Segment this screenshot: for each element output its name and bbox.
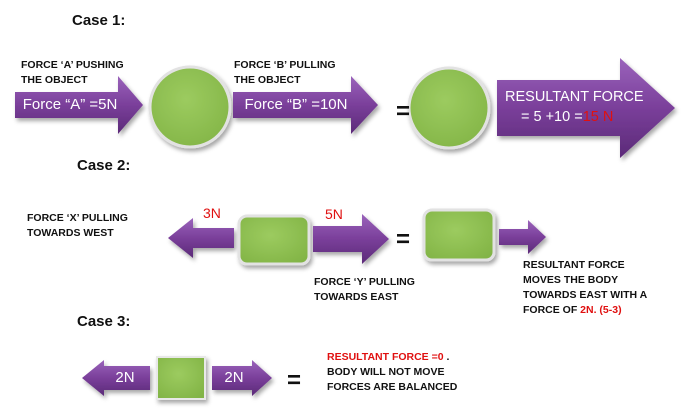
case3-left-arrow (82, 360, 150, 396)
case2-resultant-caption: RESULTANT FORCE MOVES THE BODY TOWARDS E… (523, 258, 647, 318)
case3-right-label: 2N (224, 369, 244, 386)
force-x-value: 3N (203, 205, 221, 221)
force-a-arrow (15, 76, 143, 134)
case2-resultant-arrow (499, 220, 546, 254)
case3-resultant-zero: RESULTANT FORCE =0 (327, 351, 444, 363)
resultant-force-title: RESULTANT FORCE (505, 89, 644, 105)
resultant-force-expression: = 5 +10 = (521, 109, 583, 125)
case2-resultant-caption-line4: FORCE OF 2N. (5-3) (523, 303, 647, 318)
case2-resultant-caption-line2: MOVES THE BODY (523, 274, 619, 286)
case2-equals-sign: = (396, 226, 411, 253)
force-b-caption-line1: FORCE ‘B’ PULLING (234, 59, 336, 71)
resultant-force-arrow (497, 58, 675, 158)
resultant-force-value: 15 N (582, 109, 614, 125)
force-x-caption: FORCE ‘X’ PULLING TOWARDS WEST (27, 211, 128, 241)
case3-result-line1-suffix: . (443, 351, 450, 363)
case3-result-line3: FORCES ARE BALANCED (327, 381, 458, 393)
force-a-caption-line2: THE OBJECT (21, 74, 88, 86)
case3-result-line2: BODY WILL NOT MOVE (327, 366, 445, 378)
resultant-force-equation: = 5 +10 =15 N (521, 109, 613, 125)
force-y-caption: FORCE ‘Y’ PULLING TOWARDS EAST (314, 275, 415, 305)
force-y-arrow (313, 214, 389, 264)
force-b-caption-line2: THE OBJECT (234, 74, 301, 86)
force-a-label: Force “A” =5N (22, 96, 118, 113)
force-y-caption-line2: TOWARDS EAST (314, 291, 399, 303)
case3-equals-sign: = (287, 367, 302, 394)
force-b-label: Force “B” =10N (244, 96, 348, 113)
case3-right-arrow (212, 360, 272, 396)
case2-resultant-caption-line1: RESULTANT FORCE (523, 259, 625, 271)
force-a-caption: FORCE ‘A’ PUSHING THE OBJECT (21, 58, 124, 88)
case2-object-box (237, 214, 311, 266)
case2-resultant-caption-value: 2N. (5-3) (580, 304, 622, 316)
case2-resultant-caption-line3: TOWARDS EAST WITH A (523, 289, 648, 301)
case3-result-text: RESULTANT FORCE =0 . BODY WILL NOT MOVE … (327, 350, 457, 395)
case2-resultant-caption-prefix: FORCE OF (523, 304, 581, 316)
case3-left-label: 2N (115, 369, 135, 386)
case2-result-box (422, 208, 496, 262)
force-a-caption-line1: FORCE ‘A’ PUSHING (21, 59, 124, 71)
case1-result-circle (407, 66, 491, 150)
case1-object-circle (148, 65, 232, 149)
force-x-caption-line2: TOWARDS WEST (27, 227, 114, 239)
force-b-arrow (233, 76, 378, 134)
case3-result-line1: RESULTANT FORCE =0 . (327, 350, 457, 365)
force-x-arrow (168, 218, 234, 258)
force-y-value: 5N (325, 206, 343, 222)
force-b-caption: FORCE ‘B’ PULLING THE OBJECT (234, 58, 336, 88)
case3-object-box (156, 356, 206, 400)
case1-title: Case 1: (72, 12, 126, 29)
force-y-caption-line1: FORCE ‘Y’ PULLING (314, 276, 415, 288)
case3-title: Case 3: (77, 313, 131, 330)
case1-equals-sign: = (396, 98, 411, 125)
force-x-caption-line1: FORCE ‘X’ PULLING (27, 212, 128, 224)
case2-title: Case 2: (77, 157, 131, 174)
